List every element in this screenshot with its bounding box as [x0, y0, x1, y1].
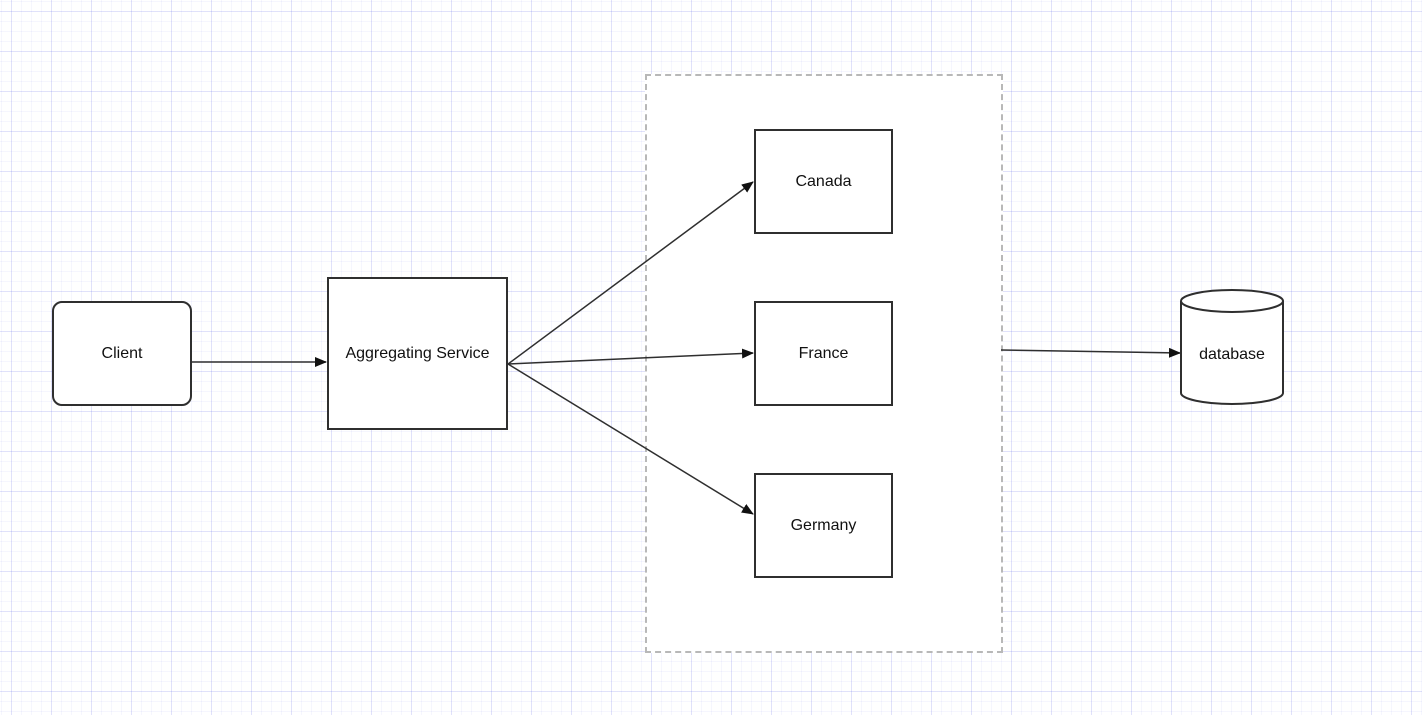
database-body	[1180, 301, 1284, 405]
canada-node[interactable]: Canada	[754, 129, 893, 234]
edge-aggregator-to-france[interactable]	[507, 348, 754, 365]
edge-aggregator-to-canada[interactable]	[507, 181, 754, 365]
aggregating-service-node[interactable]: Aggregating Service	[327, 277, 508, 430]
france-label: France	[798, 344, 849, 362]
edge-group-to-database[interactable]	[1000, 347, 1181, 358]
database-label: database	[1199, 346, 1265, 363]
canada-label: Canada	[795, 172, 852, 190]
client-label: Client	[101, 344, 143, 362]
database-cylinder[interactable]: database	[1180, 289, 1284, 405]
france-node[interactable]: France	[754, 301, 893, 406]
germany-label: Germany	[790, 516, 857, 534]
aggregating-service-label: Aggregating Service	[345, 344, 490, 362]
client-node[interactable]: Client	[52, 301, 192, 406]
edge-aggregator-to-germany[interactable]	[507, 363, 754, 515]
database-top	[1180, 289, 1284, 313]
germany-node[interactable]: Germany	[754, 473, 893, 578]
